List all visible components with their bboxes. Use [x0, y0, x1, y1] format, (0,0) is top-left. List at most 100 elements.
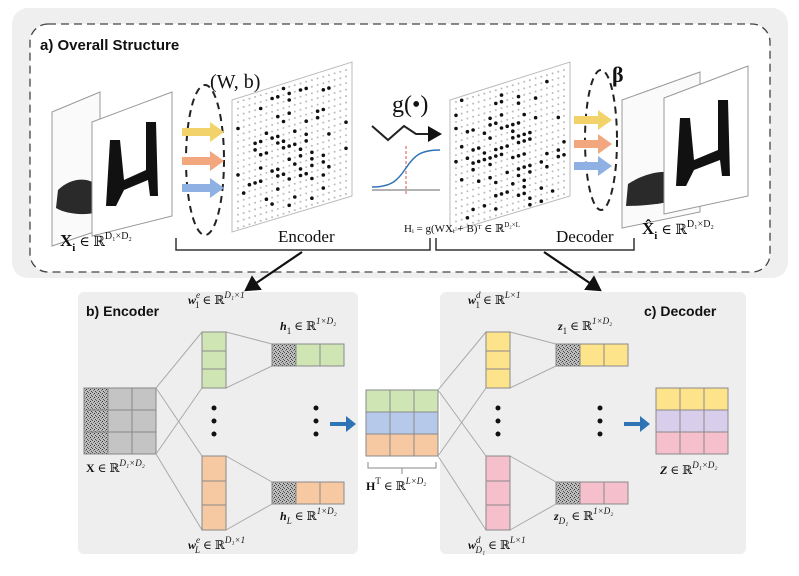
plane-dot — [276, 194, 279, 197]
z1-vector — [555, 343, 629, 367]
plane-dot — [455, 147, 457, 150]
wLe-cell — [201, 504, 227, 531]
plane-dot — [460, 125, 463, 128]
plane-dot — [557, 175, 560, 178]
plane-dot — [281, 86, 286, 91]
plane-dot — [242, 225, 245, 228]
h1-label: h1∈ ℝ1×D₂ — [280, 316, 336, 336]
plane-dot — [551, 157, 554, 160]
plane-dot — [494, 207, 498, 211]
plane-dot — [517, 82, 520, 85]
plane-dot — [528, 144, 531, 147]
wLe-cell — [201, 455, 227, 482]
plane-dot — [258, 139, 263, 144]
plane-dot — [254, 135, 257, 138]
plane-dot — [259, 127, 262, 130]
plane-dot — [265, 138, 268, 141]
plane-dot — [288, 184, 291, 187]
plane-dot — [242, 212, 245, 214]
hidden-equation-sup: D₂×L — [504, 221, 520, 229]
plane-dot — [494, 101, 498, 106]
plane-dot — [545, 191, 548, 194]
plane-dot — [545, 100, 548, 103]
plane-dot — [248, 163, 251, 166]
plane-dot — [237, 101, 239, 103]
plane-dot — [276, 201, 279, 204]
plane-dot — [499, 152, 504, 157]
plane-dot — [333, 190, 336, 192]
plane-dot — [506, 158, 509, 161]
plane-dot — [259, 133, 262, 136]
plane-dot — [345, 108, 347, 111]
plane-dot — [500, 166, 503, 169]
encoder-connections — [155, 331, 273, 531]
plane-dot — [293, 136, 296, 139]
plane-dot — [254, 109, 257, 112]
plane-dot — [322, 82, 325, 85]
plane-dot — [489, 216, 492, 219]
plane-dot — [494, 109, 497, 111]
plane-dot — [339, 103, 342, 106]
plane-dot — [545, 87, 548, 90]
plane-dot — [327, 185, 330, 188]
plane-dot — [265, 204, 268, 207]
plane-dot — [494, 115, 497, 118]
plane-dot — [477, 219, 480, 222]
plane-dot — [539, 186, 544, 190]
plane-dot — [489, 110, 492, 113]
plane-dot — [489, 143, 492, 146]
plane-dot — [322, 193, 325, 196]
plane-dot — [270, 169, 274, 173]
plane-dot — [523, 100, 526, 103]
plane-dot — [315, 115, 320, 120]
wLe-vector — [201, 455, 227, 531]
plane-dot — [242, 198, 245, 201]
plane-dot — [265, 112, 268, 115]
plane-dot — [494, 121, 498, 125]
plane-dot — [259, 147, 262, 150]
plane-dot — [540, 88, 543, 91]
plane-dot — [237, 147, 239, 150]
plane-dot — [276, 174, 280, 178]
plane-dot — [523, 146, 526, 149]
plane-dot — [299, 141, 302, 144]
hL-main: h — [280, 509, 287, 523]
plane-dot — [259, 173, 262, 176]
plane-dot — [288, 85, 291, 88]
zD1-cell — [555, 481, 581, 505]
plane-dot — [477, 153, 480, 156]
plane-dot — [265, 218, 268, 221]
plane-dot — [483, 138, 486, 141]
plane-dot — [500, 107, 503, 110]
plane-dot — [333, 92, 336, 94]
plane-dot — [477, 167, 480, 169]
plane-dot — [460, 198, 463, 201]
plane-dot — [248, 216, 251, 219]
plane-dot — [276, 181, 279, 184]
plane-dot — [540, 134, 543, 137]
plane-dot — [499, 192, 504, 196]
w1d-vector — [485, 331, 511, 389]
plane-dot — [339, 188, 342, 191]
plane-dot — [322, 128, 325, 131]
plane-dot — [563, 75, 565, 78]
plane-dot — [253, 141, 257, 146]
plane-dot — [305, 146, 308, 149]
plane-dot — [339, 116, 342, 119]
plane-dot — [293, 209, 296, 212]
plane-dot — [488, 175, 492, 180]
plane-dot — [281, 172, 286, 176]
plane-dot — [523, 159, 526, 162]
plane-dot — [305, 179, 308, 182]
sigmoid-plot — [371, 146, 441, 194]
plane-dot — [293, 162, 297, 166]
plane-dot — [472, 215, 475, 217]
h1-sub: 1 — [287, 326, 292, 336]
plane-dot — [511, 155, 515, 160]
plane-dot — [488, 116, 492, 121]
plane-dot — [506, 112, 509, 115]
plane-dot — [281, 146, 286, 150]
plane-dot — [477, 140, 480, 143]
plane-dot — [254, 215, 257, 217]
hL-set: ∈ ℝ — [295, 509, 318, 523]
